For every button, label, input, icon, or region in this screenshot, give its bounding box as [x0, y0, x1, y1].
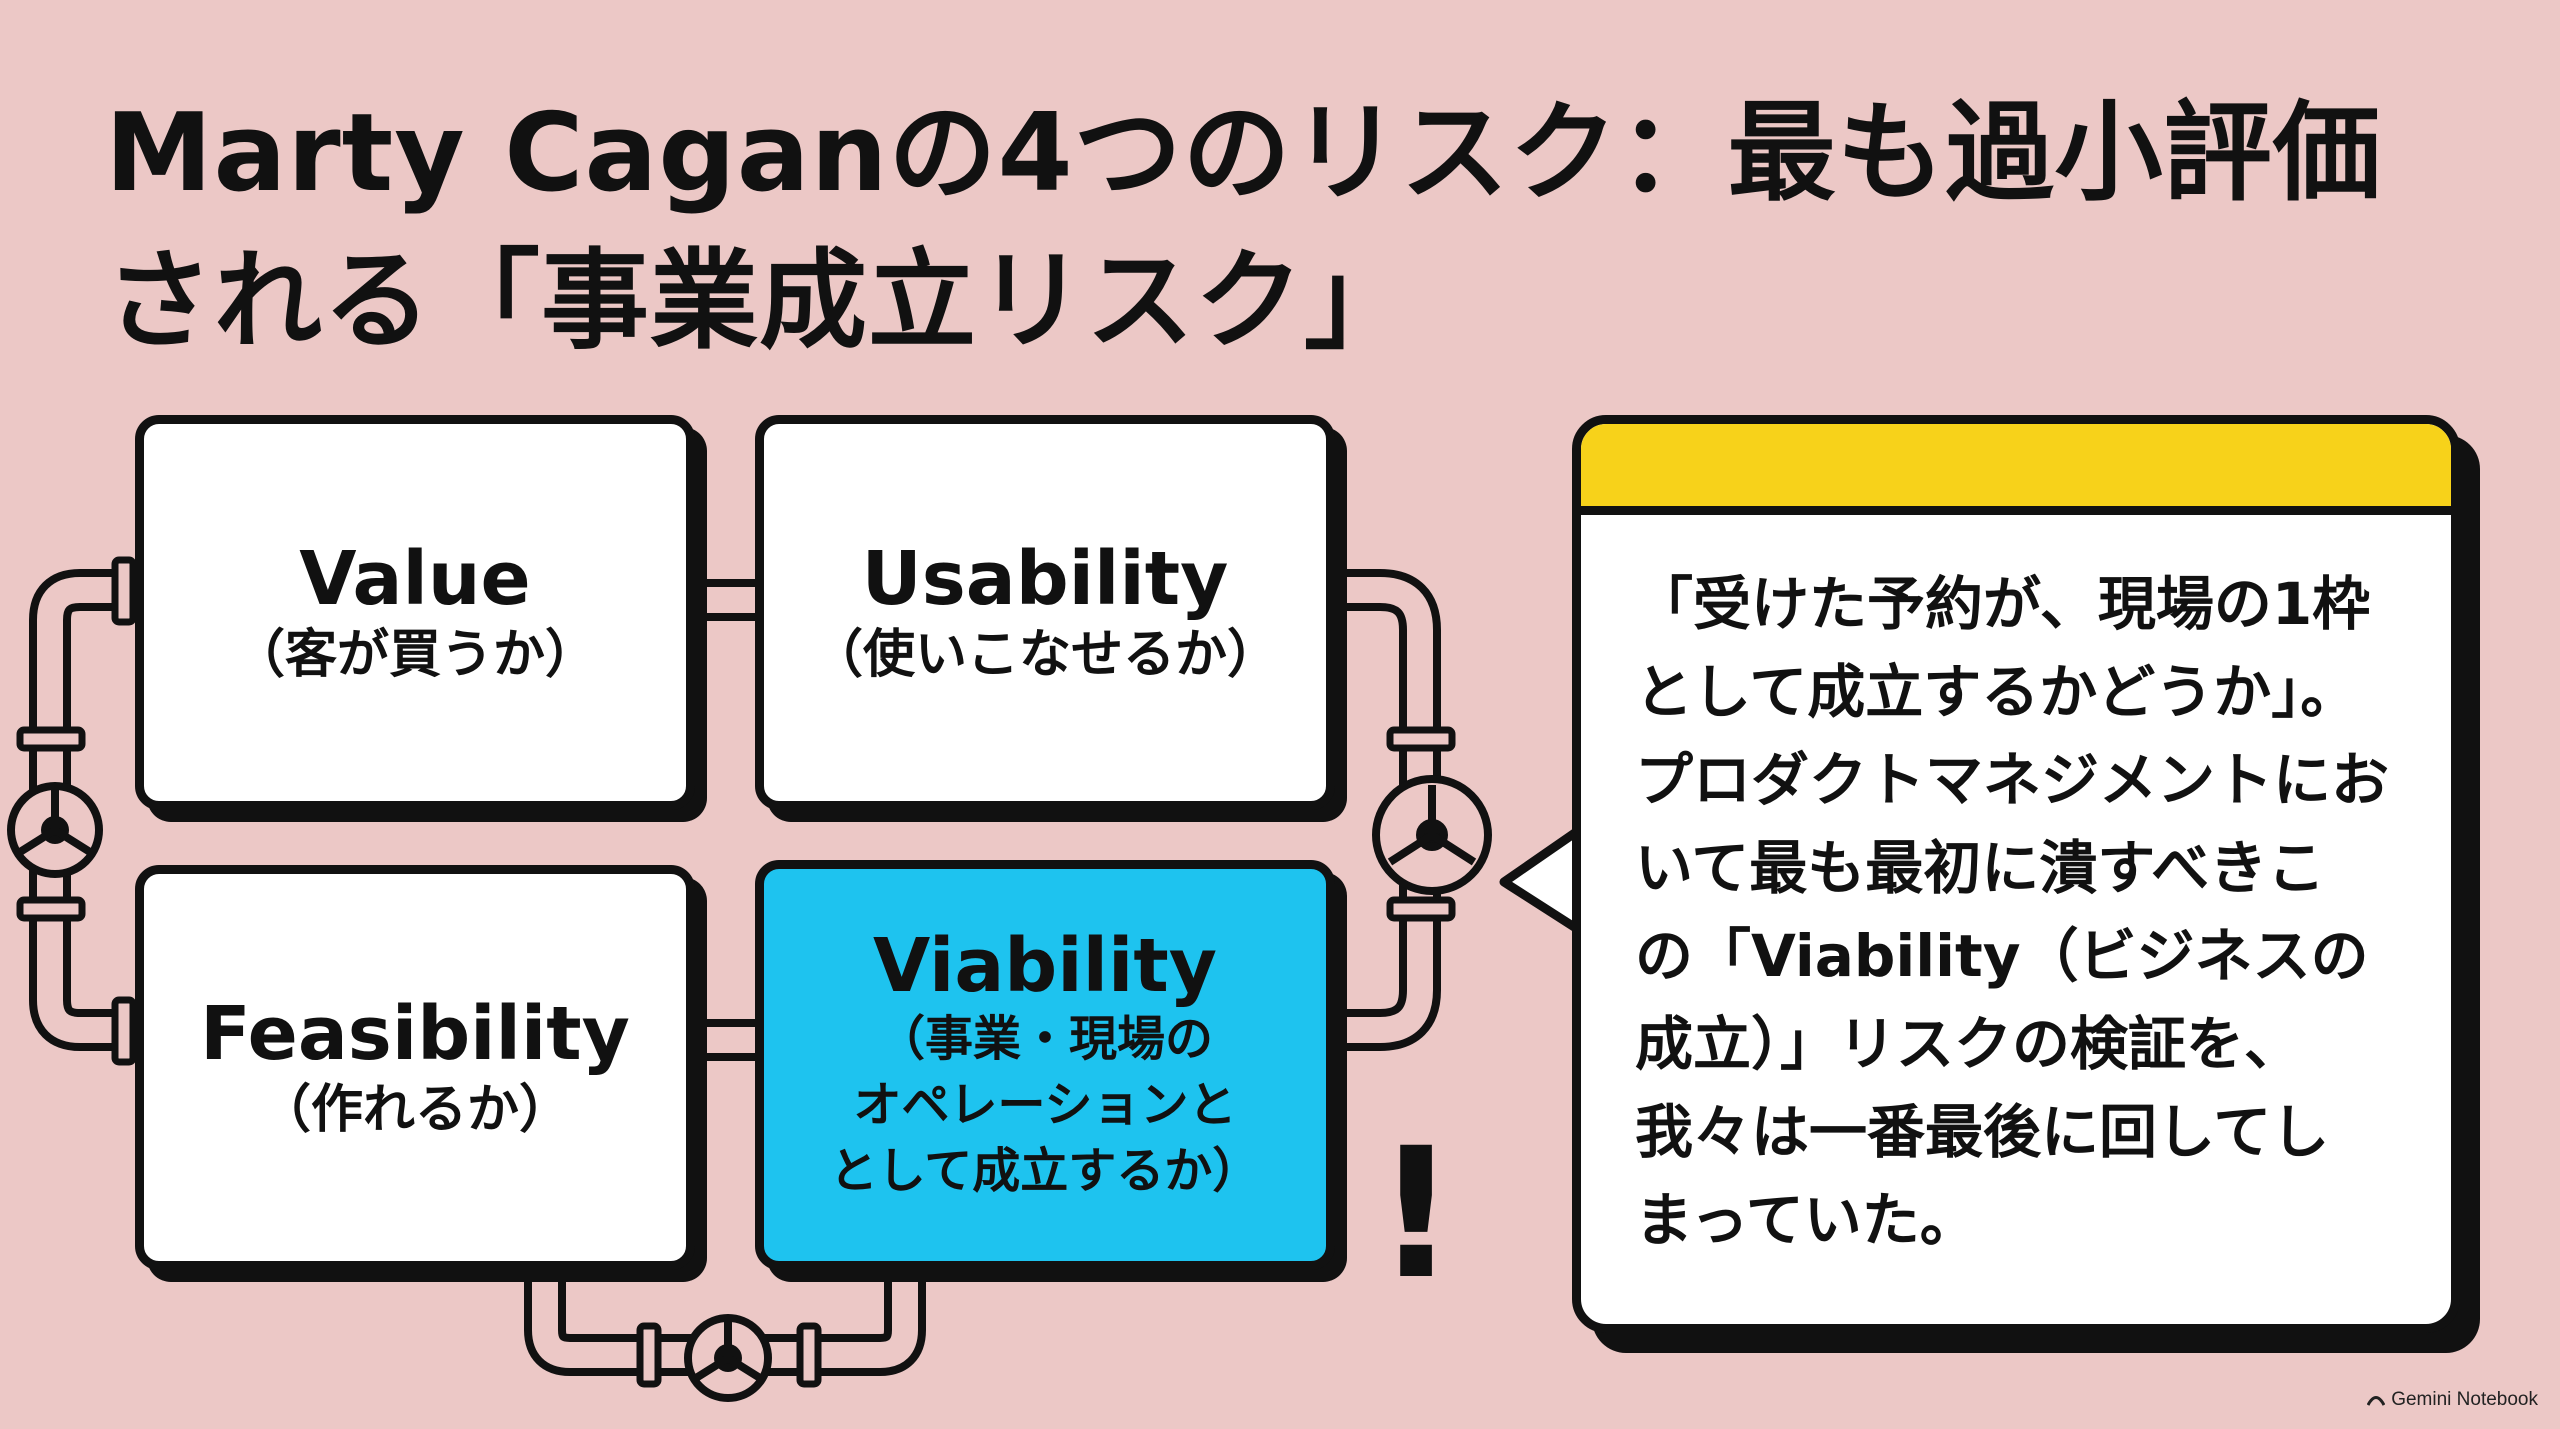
risk-box-feasibility: Feasibility （作れるか）: [135, 865, 695, 1270]
valve-icon: [7, 782, 103, 878]
page-title: Marty Caganの4つのリスク：最も過小評価される「事業成立リスク」: [105, 91, 2382, 364]
risk-name: Viability: [873, 923, 1217, 1009]
risk-description: （事業・現場の オペレーションと として成立するか）: [829, 1011, 1261, 1199]
footer-watermark: Gemini Notebook: [2367, 1389, 2538, 1411]
risk-description: （作れるか）: [258, 1079, 571, 1140]
risk-box-viability: Viability （事業・現場の オペレーションと として成立するか）: [755, 860, 1335, 1270]
risk-name: Usability: [861, 535, 1229, 622]
risk-name: Value: [299, 535, 531, 622]
risk-name: Feasibility: [200, 990, 630, 1077]
risk-box-value: Value （客が買うか）: [135, 415, 695, 810]
exclamation-mark: !: [1375, 1110, 1458, 1319]
valve-icon: [684, 1314, 772, 1402]
risk-box-usability: Usability （使いこなせるか）: [755, 415, 1335, 810]
callout-text: 「受けた予約が、現場の1枠 として成立するかどうか」。 プロダクトマネジメントに…: [1635, 570, 2390, 1254]
callout-bubble: 「受けた予約が、現場の1枠 として成立するかどうか」。 プロダクトマネジメントに…: [1572, 415, 2460, 1333]
valve-icon: [1372, 775, 1492, 895]
risk-description: （客が買うか）: [232, 624, 597, 685]
gemini-logo-icon: [2367, 1396, 2386, 1406]
risk-description: （使いこなせるか）: [810, 624, 1279, 685]
footer-label: Gemini Notebook: [2391, 1389, 2538, 1410]
callout-header-band: [1581, 424, 2451, 515]
